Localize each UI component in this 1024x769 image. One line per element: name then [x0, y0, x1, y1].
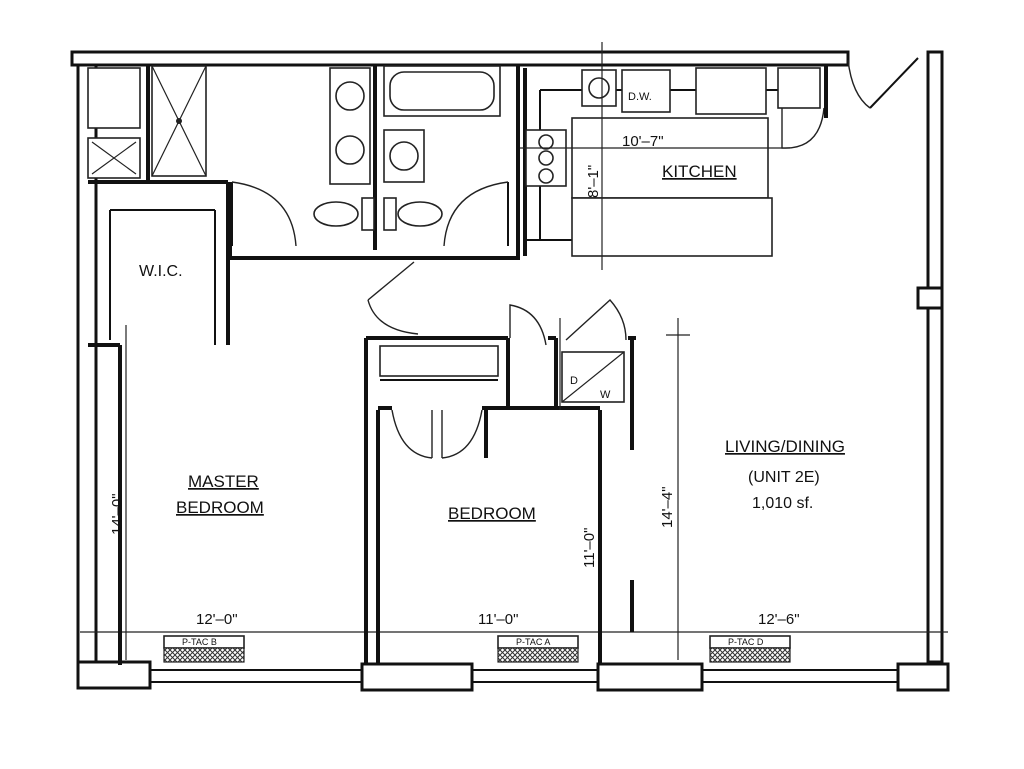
dim-master-width: 12'–0" [196, 611, 238, 628]
dim-kitchen-depth: 8'–1" [585, 165, 602, 198]
room-label-kitchen: KITCHEN [662, 162, 737, 181]
closet-d-label: D [570, 375, 578, 387]
dimension-lines [125, 318, 690, 660]
closet-w-label: W [600, 389, 611, 401]
ptac-a-label: P-TAC A [516, 637, 550, 647]
interior-walls [87, 65, 636, 665]
dishwasher-label: D.W. [628, 91, 652, 103]
room-label-wic: W.I.C. [139, 263, 183, 280]
dim-living-depth: 14'–4" [659, 486, 676, 528]
ptac-d-label: P-TAC D [728, 637, 764, 647]
dim-bedroom-depth: 11'–0" [581, 528, 598, 568]
kitchen-area [520, 42, 828, 270]
room-label-master-line1: MASTER [188, 472, 259, 491]
dim-living-width: 12'–6" [758, 611, 800, 628]
dim-master-depth: 14'–0" [109, 493, 126, 535]
ptac-b-label: P-TAC B [182, 637, 217, 647]
dim-bedroom-width: 11'–0" [478, 611, 518, 628]
unit-area: 1,010 sf. [752, 495, 813, 512]
unit-name: (UNIT 2E) [748, 469, 820, 486]
exterior-walls [70, 50, 950, 692]
ptac-units [163, 635, 791, 663]
entry-door [847, 57, 919, 109]
dim-kitchen-width: 10'–7" [622, 133, 664, 150]
room-label-living-dining: LIVING/DINING [725, 437, 845, 456]
room-label-master-line2: BEDROOM [176, 498, 264, 517]
room-label-bedroom: BEDROOM [448, 504, 536, 523]
